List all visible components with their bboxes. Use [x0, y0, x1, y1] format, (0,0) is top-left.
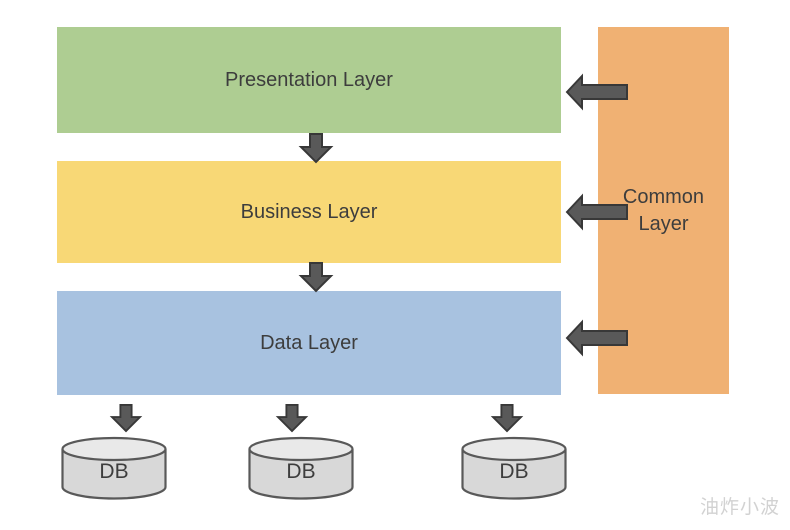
- db-cylinder-3: DB: [461, 436, 567, 500]
- arrow-shape: [565, 319, 628, 357]
- arrow-shape: [565, 73, 628, 111]
- layer-business-label: Business Layer: [240, 200, 378, 223]
- layer-common-label: Common Layer: [622, 186, 705, 235]
- arrow-left-common-to-presentation-icon: [565, 73, 628, 111]
- db-label: DB: [286, 460, 315, 483]
- arrow-left-common-to-business-icon: [565, 193, 628, 231]
- arrow-shape: [490, 404, 524, 433]
- db-cylinder-top: [61, 436, 167, 462]
- layer-business: Business Layer: [57, 161, 561, 263]
- arrow-down-data-to-db3-icon: [490, 404, 524, 433]
- arrow-left-common-to-data-icon: [565, 319, 628, 357]
- db-label: DB: [99, 460, 128, 483]
- arrow-shape: [298, 133, 334, 164]
- arrow-down-presentation-to-business-icon: [298, 133, 334, 164]
- db-cylinder-body: [61, 449, 167, 500]
- arrow-down-data-to-db1-icon: [109, 404, 143, 433]
- arrow-shape: [565, 193, 628, 231]
- db-label: DB: [499, 460, 528, 483]
- arrow-down-data-to-db2-icon: [275, 404, 309, 433]
- db-cylinder-body: [248, 449, 354, 500]
- arrow-shape: [109, 404, 143, 433]
- layer-presentation-label: Presentation Layer: [225, 68, 393, 91]
- db-cylinder-top: [248, 436, 354, 462]
- layer-data-label: Data Layer: [260, 331, 358, 354]
- arrow-shape: [298, 262, 334, 293]
- arrow-down-business-to-data-icon: [298, 262, 334, 293]
- watermark-text: 油炸小波: [699, 497, 780, 518]
- layer-presentation: Presentation Layer: [57, 27, 561, 133]
- layer-data: Data Layer: [57, 291, 561, 395]
- arrow-shape: [275, 404, 309, 433]
- db-cylinder-1: DB: [61, 436, 167, 500]
- db-cylinder-2: DB: [248, 436, 354, 500]
- db-cylinder-body: [461, 449, 567, 500]
- db-cylinder-top: [461, 436, 567, 462]
